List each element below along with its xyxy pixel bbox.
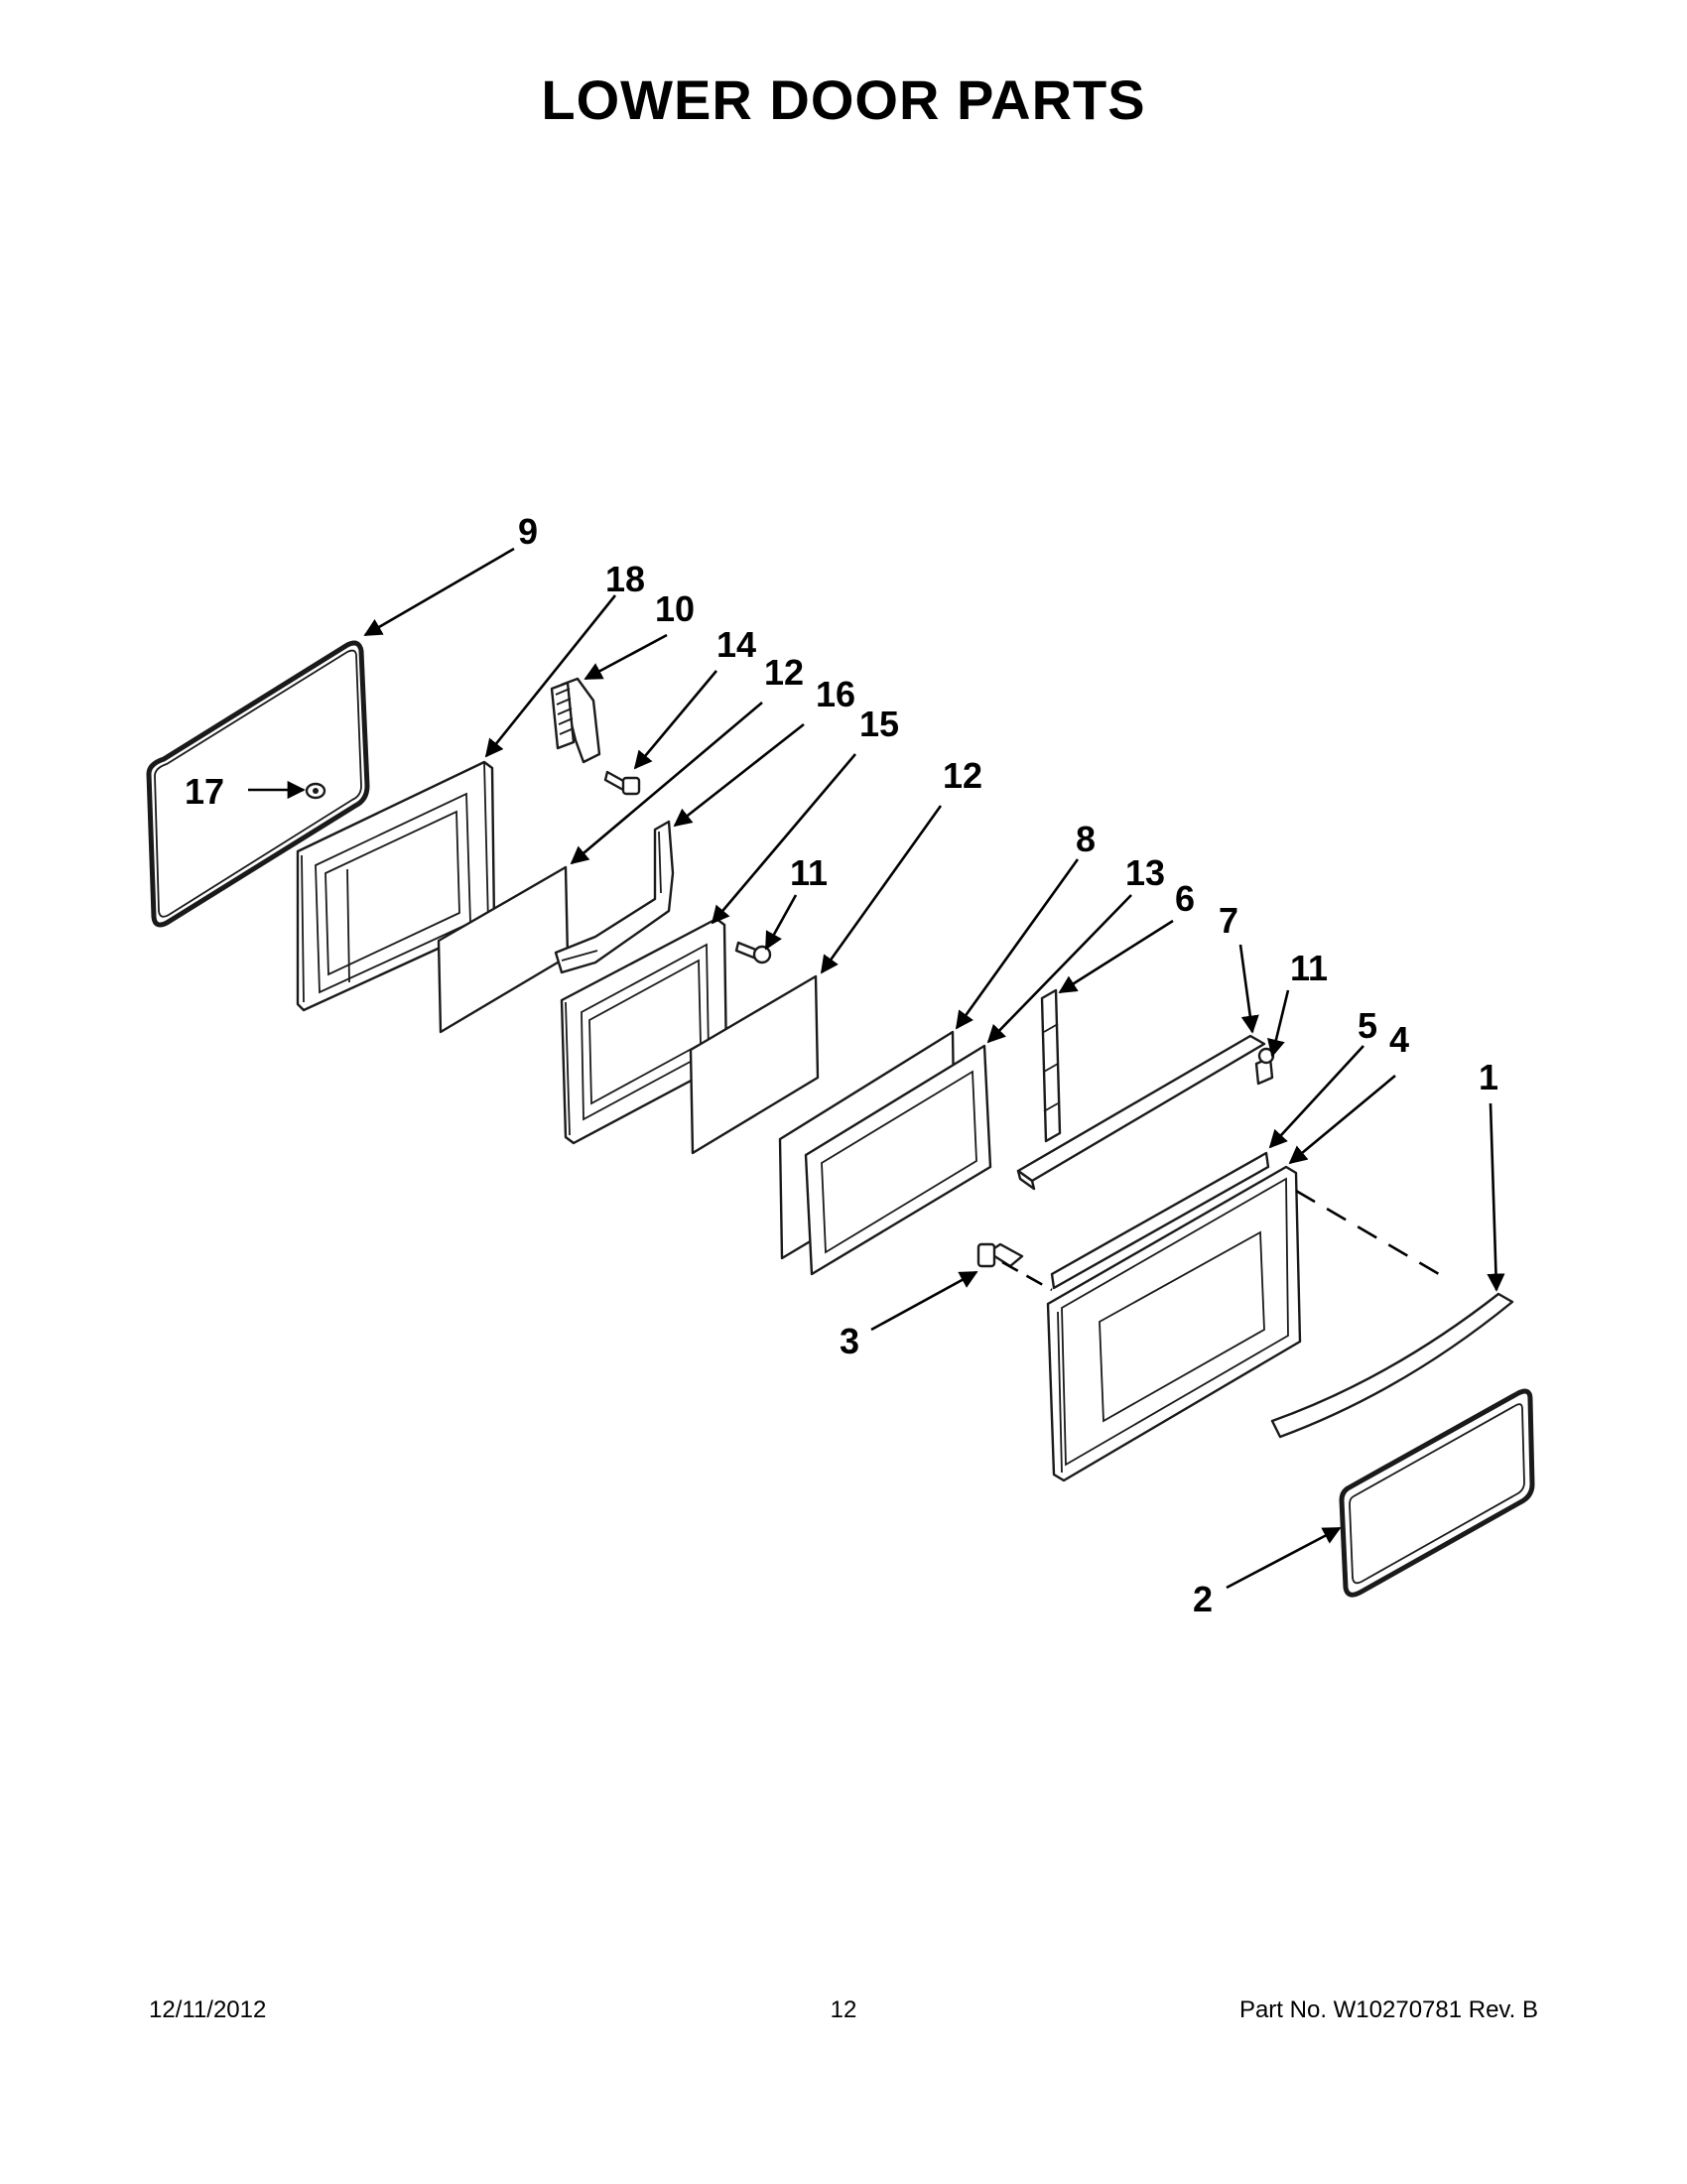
callout-13: 13: [1125, 852, 1165, 893]
callout-18: 18: [605, 559, 645, 599]
callout-9: 9: [518, 511, 538, 552]
part-3-screw: [976, 1242, 1024, 1268]
part-11-screw-right: [1254, 1047, 1275, 1086]
part-9-door-gasket: [146, 640, 370, 928]
footer-date: 12/11/2012: [149, 1996, 267, 2023]
part-10-hinge: [550, 677, 601, 764]
callout-2: 2: [1193, 1579, 1213, 1619]
callout-15: 15: [859, 704, 899, 744]
page-title: LOWER DOOR PARTS: [541, 68, 1146, 131]
callout-11a: 11: [790, 852, 828, 893]
callout-5: 5: [1358, 1005, 1377, 1046]
callout-16: 16: [816, 674, 855, 714]
callout-12a: 12: [764, 652, 804, 693]
part-2-lower-gasket: [1339, 1388, 1535, 1598]
footer-page-number: 12: [830, 1996, 857, 2023]
callout-6: 6: [1175, 878, 1195, 919]
part-7-vent-channel: [1016, 1034, 1266, 1191]
callout-8: 8: [1076, 819, 1096, 859]
callout-12b: 12: [943, 755, 982, 796]
part-14-screw: [603, 770, 641, 796]
part-4-outer-door-panel: [1046, 1165, 1302, 1482]
part-16-insulation-strip: [554, 820, 675, 974]
part-13-glass-frame: [804, 1044, 992, 1276]
part-11-screw-left: [734, 941, 772, 964]
callout-11b: 11: [1290, 948, 1328, 988]
part-18-inner-door-frame: [296, 760, 496, 1012]
callout-14: 14: [716, 624, 756, 665]
part-6-bracket: [1040, 988, 1062, 1143]
callout-3: 3: [840, 1321, 859, 1361]
callout-4: 4: [1389, 1019, 1409, 1060]
callout-1: 1: [1479, 1057, 1498, 1097]
part-1-door-handle: [1270, 1292, 1514, 1439]
callout-7: 7: [1219, 900, 1238, 941]
callout-10: 10: [655, 588, 695, 629]
footer-part-number: Part No. W10270781 Rev. B: [1238, 1996, 1538, 2023]
callout-17: 17: [185, 771, 224, 812]
part-17-gasket-clip: [305, 782, 326, 800]
part-12-glass-panel-right: [689, 974, 820, 1155]
part-5-trim-strip: [1050, 1151, 1270, 1290]
